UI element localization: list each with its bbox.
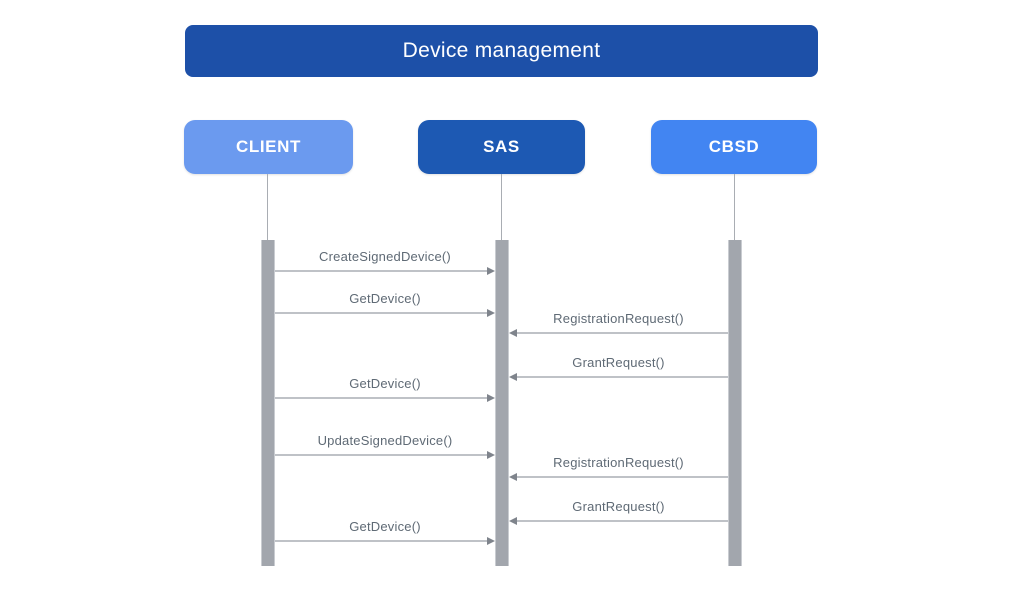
arrow-head-icon: [487, 450, 495, 459]
diagram-title: Device management: [402, 39, 601, 62]
activation-bar-sas: [495, 240, 509, 566]
message-arrow-line: [516, 376, 728, 378]
message-label: GetDevice(): [349, 376, 421, 391]
message-label: GetDevice(): [349, 519, 421, 534]
actor-sas-label: SAS: [483, 137, 520, 156]
message-arrow-line: [516, 332, 728, 334]
message-label: CreateSignedDevice(): [319, 249, 451, 264]
actor-client-label: CLIENT: [236, 137, 301, 156]
message-arrow-line: [275, 312, 488, 314]
arrow-head-icon: [487, 536, 495, 545]
message-arrow-line: [275, 454, 488, 456]
activation-bar-client: [261, 240, 275, 566]
lifeline-client: [267, 174, 268, 240]
arrow-head-icon: [487, 308, 495, 317]
arrow-head-icon: [509, 516, 517, 525]
diagram-title-bar: Device management: [185, 25, 818, 77]
actor-client: CLIENT: [184, 120, 353, 174]
arrow-head-icon: [487, 266, 495, 275]
arrow-head-icon: [509, 472, 517, 481]
message-arrow-line: [275, 270, 488, 272]
message-arrow-line: [516, 476, 728, 478]
message-label: UpdateSignedDevice(): [317, 433, 453, 448]
lifeline-sas: [501, 174, 502, 240]
activation-bar-cbsd: [728, 240, 742, 566]
message-arrow-line: [275, 397, 488, 399]
message-label: RegistrationRequest(): [553, 455, 684, 470]
lifeline-cbsd: [734, 174, 735, 240]
message-label: GrantRequest(): [572, 355, 665, 370]
arrow-head-icon: [509, 372, 517, 381]
message-label: GetDevice(): [349, 291, 421, 306]
message-label: RegistrationRequest(): [553, 311, 684, 326]
arrow-head-icon: [509, 328, 517, 337]
message-arrow-line: [275, 540, 488, 542]
message-label: GrantRequest(): [572, 499, 665, 514]
arrow-head-icon: [487, 393, 495, 402]
message-arrow-line: [516, 520, 728, 522]
actor-sas: SAS: [418, 120, 585, 174]
actor-cbsd: CBSD: [651, 120, 817, 174]
actor-cbsd-label: CBSD: [708, 137, 760, 156]
